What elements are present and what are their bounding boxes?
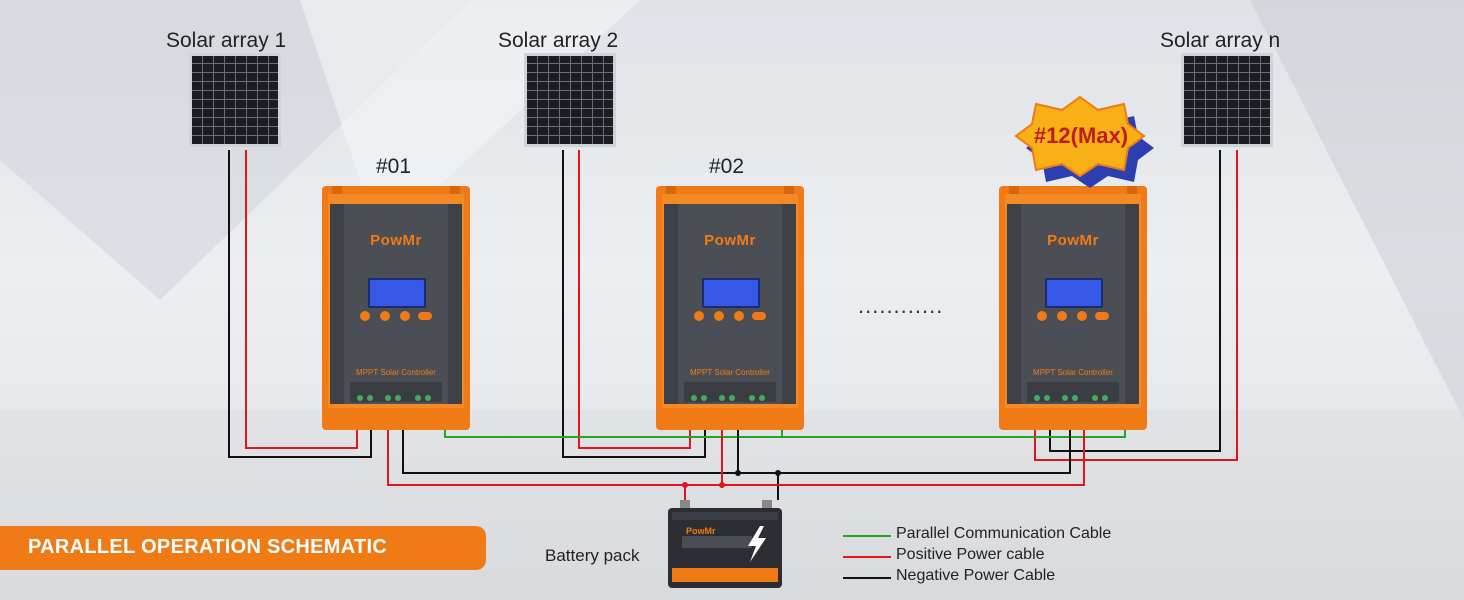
solar-panel-2 <box>524 53 616 147</box>
controller-1-label: #01 <box>376 155 412 178</box>
controller-1-brand: PowMr <box>370 232 422 249</box>
controller-2-model: MPPT Solar Controller <box>690 368 770 377</box>
controller-1: PowMr MPPT Solar Controller <box>322 186 470 430</box>
controller-2-brand: PowMr <box>704 232 756 249</box>
battery-positive-bus <box>387 423 1085 486</box>
array1-positive-wire <box>245 150 358 449</box>
controller-12-body <box>999 186 1147 430</box>
schematic-title-banner: PARALLEL OPERATION SCHEMATIC <box>0 526 486 570</box>
solar-panel-n <box>1181 53 1273 147</box>
legend-swatch-communication <box>843 535 891 537</box>
controller-12-brand: PowMr <box>1047 232 1099 249</box>
array1-negative-wire <box>228 150 372 458</box>
solar-array-1-label: Solar array 1 <box>166 29 287 52</box>
arrayn-positive-wire <box>1034 150 1238 461</box>
battery-pack-label: Battery pack <box>545 546 640 565</box>
legend-swatch-negative <box>843 577 891 579</box>
controller-2-display <box>702 278 760 308</box>
controller-1-body <box>322 186 470 430</box>
controller-2: PowMr MPPT Solar Controller <box>656 186 804 430</box>
controller-12-display <box>1045 278 1103 308</box>
max-controllers-badge: #12(Max) <box>1033 123 1129 148</box>
communication-cable <box>444 423 1126 438</box>
legend-label-negative: Negative Power Cable <box>896 567 1056 584</box>
legend-label-communication: Parallel Communication Cable <box>896 525 1112 542</box>
solar-panel-1 <box>189 53 281 147</box>
solar-array-n-label: Solar array n <box>1160 29 1281 52</box>
legend-label-positive: Positive Power cable <box>896 546 1045 563</box>
solar-array-2-label: Solar array 2 <box>498 29 619 52</box>
controller-2-body <box>656 186 804 430</box>
controller-2-label: #02 <box>709 155 745 178</box>
controller-1-model: MPPT Solar Controller <box>356 368 436 377</box>
controller-1-display <box>368 278 426 308</box>
legend-swatch-positive <box>843 556 891 558</box>
array2-negative-wire <box>562 150 706 458</box>
battery-negative-bus <box>402 423 1071 474</box>
battery-brand: PowMr <box>686 526 716 536</box>
array2-positive-wire <box>578 150 691 449</box>
controller-12-model: MPPT Solar Controller <box>1033 368 1113 377</box>
battery-pack-graphic <box>668 500 782 588</box>
controller-12: PowMr MPPT Solar Controller <box>999 186 1147 430</box>
schematic-title: PARALLEL OPERATION SCHEMATIC <box>28 536 388 558</box>
more-controllers-ellipsis: ............ <box>858 293 944 318</box>
